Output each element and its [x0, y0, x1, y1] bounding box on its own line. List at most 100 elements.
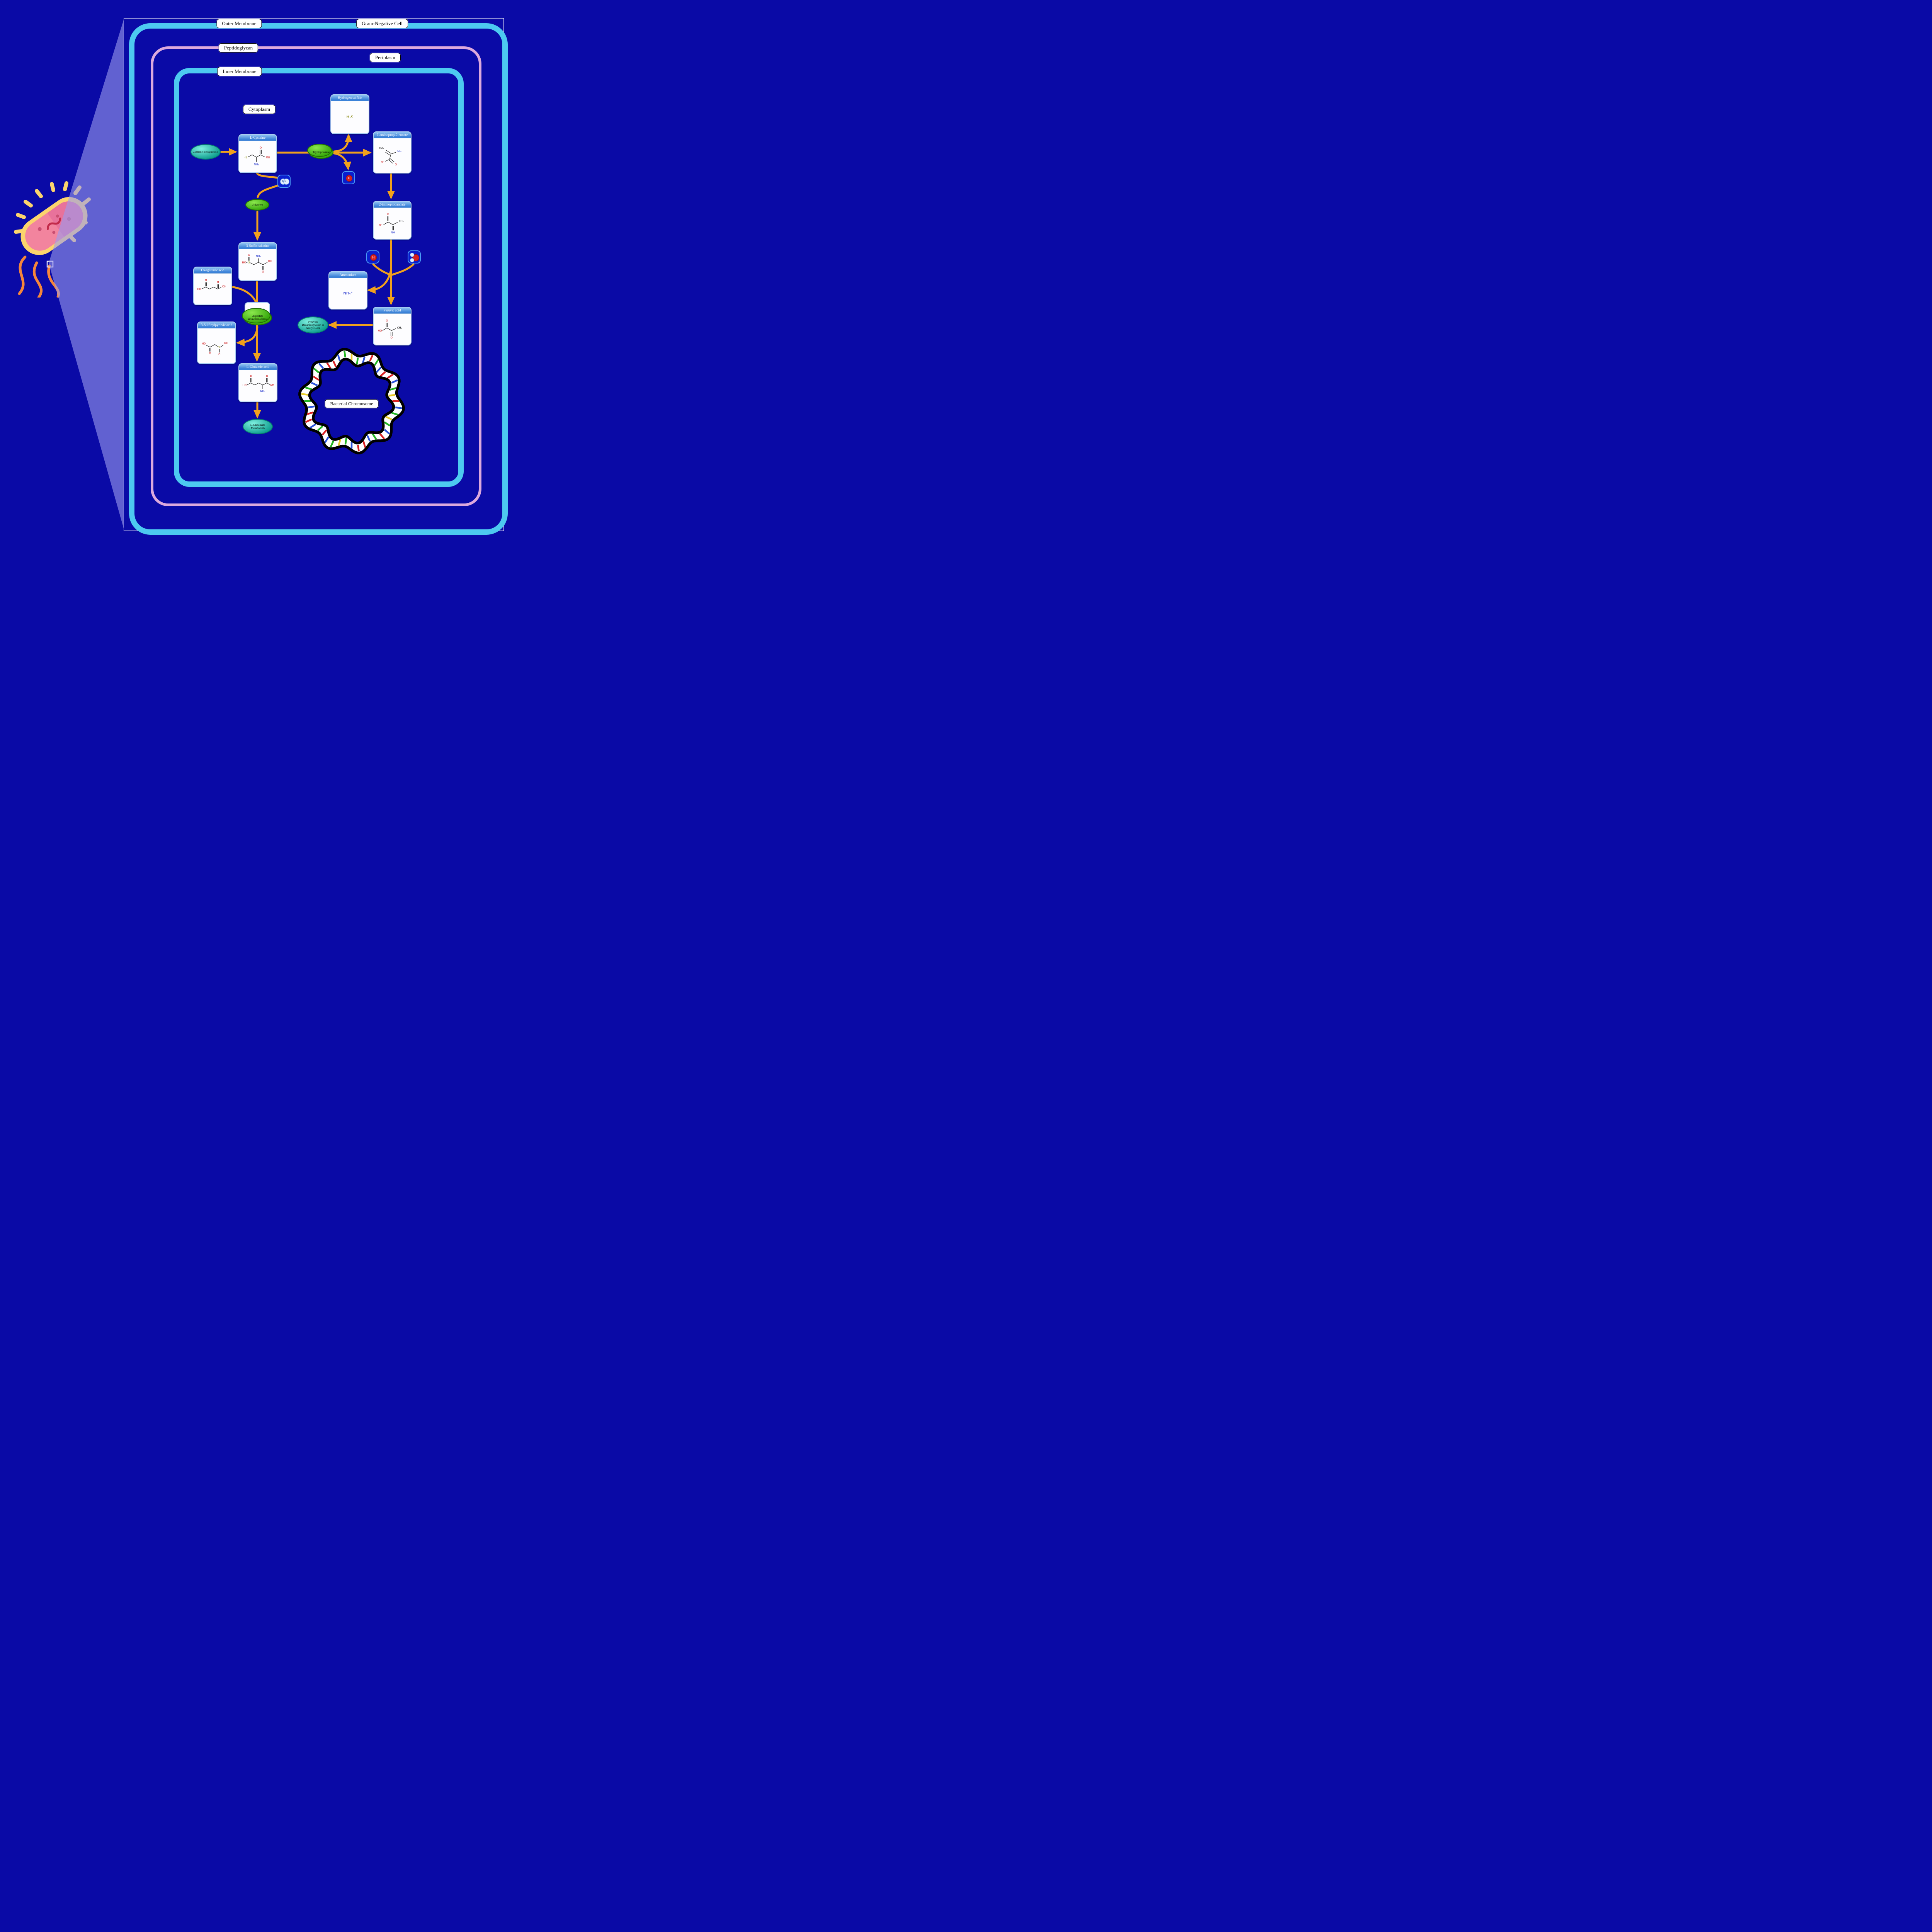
svg-text:O: O — [218, 353, 221, 356]
metabolite-pyruvic-acid[interactable]: Pyruvic acid HO O O CH₃ — [373, 307, 412, 345]
structure-2-aminoprop-2-enoate: H₂C NH₂ O⁻ O — [379, 146, 403, 166]
cofactor-water[interactable] — [408, 250, 421, 264]
svg-text:O: O — [266, 375, 268, 378]
svg-text:NH: NH — [391, 231, 395, 234]
metabolite-ammonium[interactable]: Ammonium NH₄⁺ — [328, 271, 367, 310]
pathway-label: L-Glutamate Metabolism — [250, 423, 265, 430]
label-cytoplasm: Cytoplasm — [243, 105, 276, 114]
svg-text:O: O — [386, 319, 388, 322]
svg-text:HO: HO — [242, 261, 246, 264]
svg-text:HS: HS — [243, 156, 247, 159]
formula-nh4: NH₄⁺ — [343, 291, 353, 296]
enzyme-label: Tryptophanase — [312, 150, 330, 154]
svg-text:O: O — [248, 253, 250, 257]
hydrogen-atom-icon: H — [346, 175, 352, 182]
svg-text:O: O — [217, 281, 219, 284]
structure-l-cysteine: HS NH₂ O OH — [243, 146, 270, 166]
structure-pyruvic-acid: HO O O CH₃ — [378, 319, 402, 339]
pathway-pyruvate-decarboxylation[interactable]: Pyruvate Decarboxylation to Acetyl-CoA — [298, 316, 328, 333]
svg-text:CH₃: CH₃ — [397, 326, 402, 329]
svg-text:H₂C: H₂C — [379, 146, 384, 150]
svg-text:O: O — [250, 375, 252, 378]
metabolite-l-glutamic-acid[interactable]: L-Glutamic acid HO O O OH NH₂ — [238, 363, 277, 402]
svg-text:OH: OH — [268, 260, 272, 263]
svg-text:NH₂: NH₂ — [254, 163, 259, 166]
metabolite-title: Oxoglutaric acid — [194, 267, 231, 274]
metabolite-title: 3-Sulfinylpyruvic acid — [198, 322, 235, 328]
pathway-l-glutamate-metabolism[interactable]: L-Glutamate Metabolism — [243, 419, 273, 434]
svg-text:HO: HO — [197, 287, 201, 291]
svg-text:NH₂: NH₂ — [256, 255, 261, 258]
svg-text:O: O — [395, 163, 397, 166]
svg-text:O⁻: O⁻ — [379, 224, 382, 227]
svg-text:S: S — [248, 261, 250, 264]
svg-text:O⁻: O⁻ — [381, 161, 384, 164]
metabolite-title: L-Cysteine — [239, 135, 276, 141]
pathway-cysteine-biosynthesis[interactable]: Cysteine Biosynthesis — [190, 144, 221, 160]
enzyme-unknown[interactable]: Unknown — [245, 199, 269, 211]
metabolite-title: 2-aminoprop-2-enoate — [374, 132, 411, 138]
svg-text:HO: HO — [378, 329, 382, 332]
svg-text:NH₂: NH₂ — [397, 150, 402, 153]
label-gram-negative-cell: Gram-Negative Cell — [356, 19, 408, 28]
pathway-label: Pyruvate Decarboxylation to Acetyl-CoA — [302, 320, 324, 330]
cofactor-hydrogen-ion-2[interactable]: H — [366, 250, 379, 264]
structure-l-glutamic-acid: HO O O OH NH₂ — [242, 375, 274, 393]
o2-label: O₂ — [282, 179, 286, 183]
metabolite-2-aminoprop-2-enoate[interactable]: 2-aminoprop-2-enoate H₂C NH₂ O⁻ O — [373, 131, 412, 173]
metabolite-title: Ammonium — [329, 272, 367, 278]
svg-text:O: O — [262, 270, 264, 274]
svg-text:HO: HO — [242, 384, 247, 387]
svg-text:O: O — [209, 352, 211, 355]
svg-text:OH: OH — [224, 342, 228, 345]
enzyme-aspartate-aminotransferase[interactable]: Aspartate aminotransferase — [243, 310, 272, 325]
cofactor-o2[interactable]: O₂ — [277, 175, 291, 188]
svg-text:S: S — [218, 346, 219, 349]
enzyme-label: Aspartate aminotransferase — [248, 314, 268, 321]
svg-text:OH: OH — [222, 285, 226, 288]
svg-text:CH₃: CH₃ — [399, 219, 404, 223]
metabolite-title: 3-Sulfinoalanine — [239, 243, 276, 249]
label-bacterial-chromosome: Bacterial Chromosome — [325, 399, 379, 408]
svg-text:HO: HO — [202, 342, 206, 345]
label-periplasm: Periplasm — [370, 53, 401, 62]
outer-membrane-ring — [129, 23, 508, 535]
metabolite-2-iminopropanoate[interactable]: 2-iminopropanoate O⁻ O CH₃ NH — [373, 201, 412, 240]
label-outer-membrane: Outer Membrane — [216, 19, 262, 28]
svg-text:O: O — [391, 336, 393, 339]
svg-text:OH: OH — [270, 383, 274, 386]
oxygen-atom-icon — [283, 179, 289, 185]
structure-3-sulfinylpyruvic-acid: HO O S OH O — [202, 342, 228, 356]
metabolite-title: Hydrogen sulfide — [331, 95, 369, 101]
label-peptidoglycan: Peptidoglycan — [218, 43, 259, 53]
cofactor-hydrogen-ion-1[interactable]: H — [342, 171, 355, 184]
pathway-diagram: Outer Membrane Gram-Negative Cell Peptid… — [0, 0, 522, 551]
metabolite-3-sulfinylpyruvic-acid[interactable]: 3-Sulfinylpyruvic acid HO O S OH O — [197, 321, 236, 364]
hydrogen-atom-icon — [410, 253, 414, 257]
label-inner-membrane: Inner Membrane — [217, 67, 262, 76]
structure-2-iminopropanoate: O⁻ O CH₃ NH — [379, 213, 404, 234]
bacteria-illustration — [14, 181, 91, 298]
metabolite-title: Pyruvic acid — [374, 308, 411, 314]
peptidoglycan-ring — [151, 46, 481, 506]
svg-text:O: O — [205, 279, 207, 282]
hydrogen-atom-icon: H — [370, 254, 377, 261]
svg-text:NH₂: NH₂ — [260, 390, 265, 393]
cell-diagram-frame — [124, 18, 504, 531]
enzyme-label: Unknown — [252, 202, 263, 206]
enzyme-tryptophanase[interactable]: Tryptophanase — [309, 146, 333, 159]
metabolite-title: L-Glutamic acid — [239, 364, 277, 370]
svg-text:OH: OH — [266, 156, 270, 159]
metabolite-hydrogen-sulfide[interactable]: Hydrogen sulfide H₂S — [330, 94, 369, 134]
svg-text:O: O — [387, 213, 389, 216]
pathway-label: Cysteine Biosynthesis — [192, 150, 219, 153]
hydrogen-atom-icon — [410, 258, 414, 262]
metabolite-l-cysteine[interactable]: L-Cysteine HS NH₂ O OH — [238, 134, 277, 173]
metabolite-title: 2-iminopropanoate — [374, 202, 411, 208]
svg-text:O: O — [260, 146, 262, 150]
formula-h2s: H₂S — [346, 115, 354, 119]
